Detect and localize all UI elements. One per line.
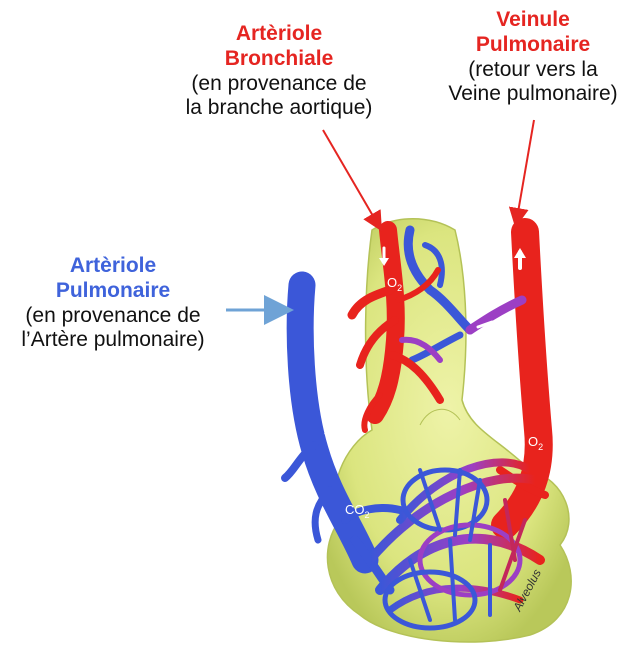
bronchial-arteriole-title-1: Artèriole	[172, 22, 386, 47]
pulmonary-arteriole-desc-2: l’Artère pulmonaire)	[4, 328, 222, 353]
pulmonary-arteriole-desc-1: (en provenance de	[4, 304, 222, 329]
pulmonary-venule-title-2: Pulmonaire	[438, 33, 628, 58]
bronchial-arteriole-desc-2: la branche aortique)	[172, 96, 386, 121]
pulmonary-venule-label: Veinule Pulmonaire (retour vers la Veine…	[438, 8, 628, 107]
pulmonary-arteriole-title-2: Pulmonaire	[4, 279, 222, 304]
pulmonary-venule-desc-2: Veine pulmonaire)	[438, 82, 628, 107]
pulmonary-venule-title-1: Veinule	[438, 8, 628, 33]
pulmonary-venule-pointer	[516, 120, 534, 224]
bronchial-arteriole-label: Artèriole Bronchiale (en provenance de l…	[172, 22, 386, 121]
bronchial-arteriole-pointer	[323, 130, 380, 228]
pulmonary-arteriole-title-1: Artèriole	[4, 254, 222, 279]
bronchial-arteriole-title-2: Bronchiale	[172, 47, 386, 72]
bronchial-arteriole-desc-1: (en provenance de	[172, 72, 386, 97]
pulmonary-arteriole-label: Artèriole Pulmonaire (en provenance de l…	[4, 254, 222, 353]
pulmonary-venule-desc-1: (retour vers la	[438, 58, 628, 83]
